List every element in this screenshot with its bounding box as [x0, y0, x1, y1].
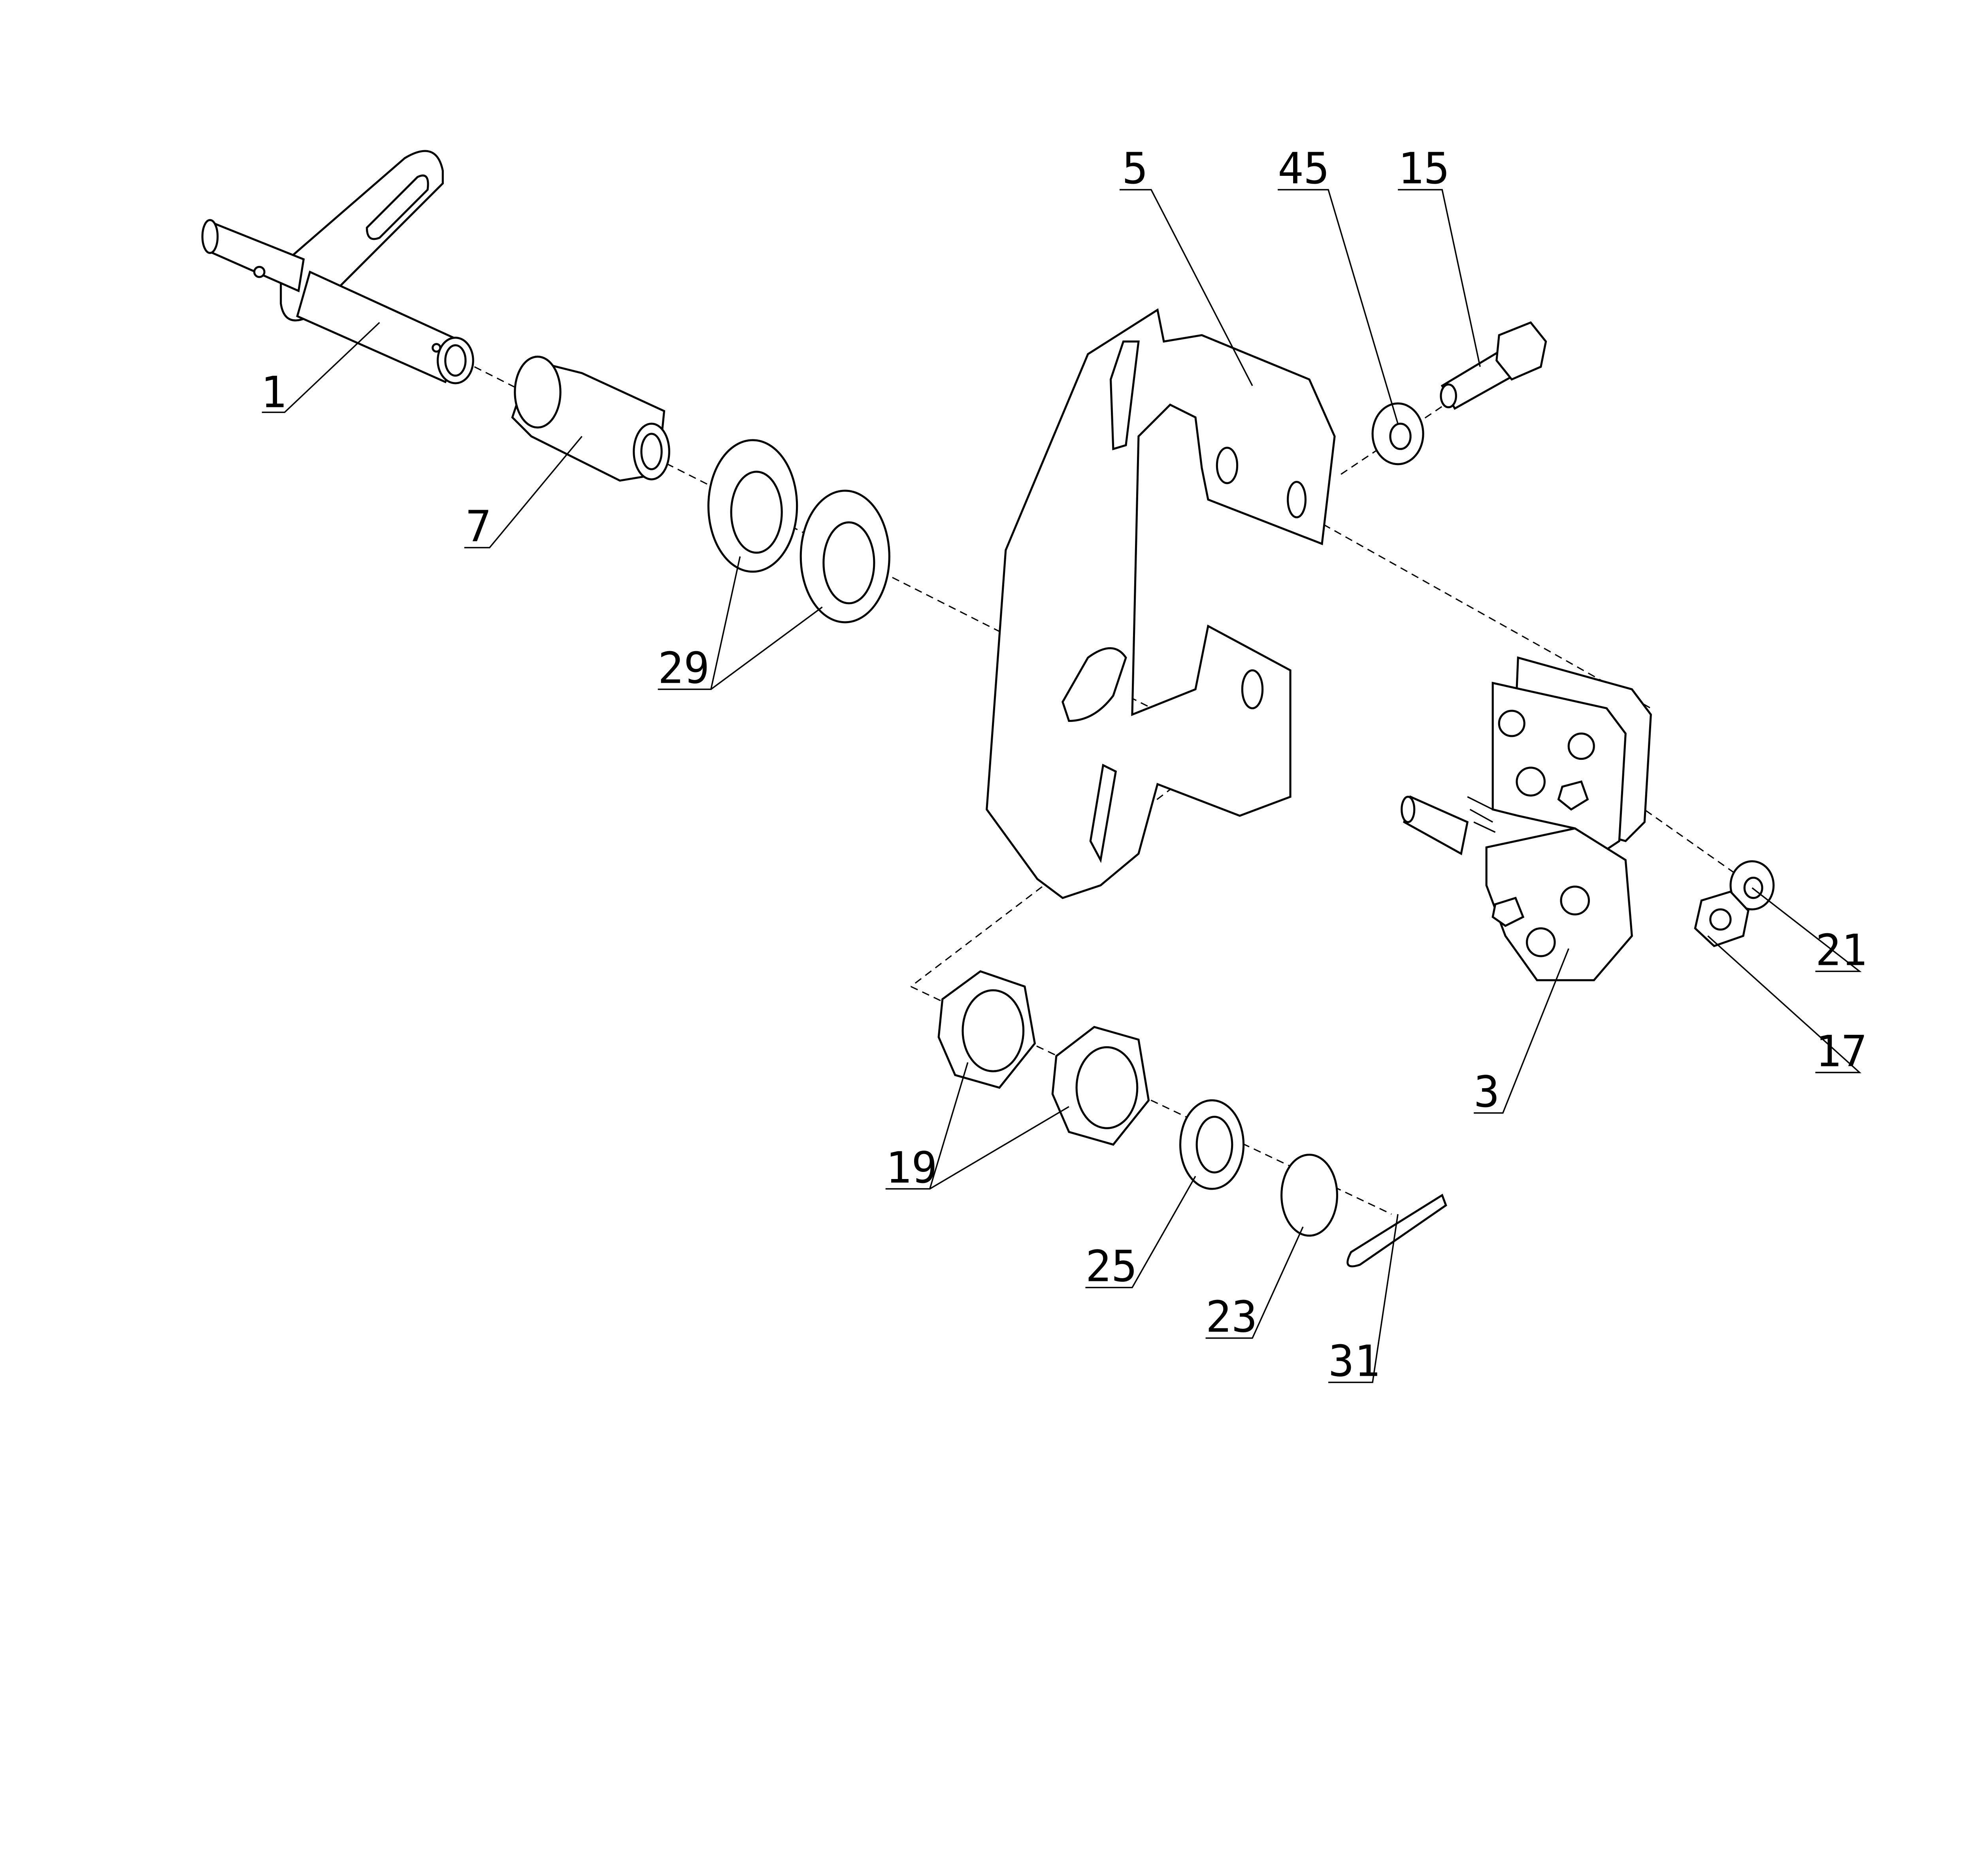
callout-15: 15 — [1398, 143, 1450, 194]
callout-17: 17 — [1815, 1026, 1867, 1076]
callout-23: 23 — [1206, 1292, 1258, 1342]
exploded-parts-diagram: 1 7 29 5 45 15 3 21 17 19 25 23 31 — [201, 143, 1867, 1386]
callout-25: 25 — [1085, 1241, 1137, 1292]
callout-leader-lines — [262, 189, 1862, 1383]
callout-45: 45 — [1278, 143, 1329, 194]
part-45-washer — [1371, 402, 1424, 465]
callout-7: 7 — [466, 501, 492, 552]
part-5-mounting-plate — [986, 308, 1336, 899]
callout-19: 19 — [886, 1143, 937, 1193]
part-17-nut — [1694, 890, 1750, 947]
callout-21: 21 — [1815, 925, 1867, 975]
part-23-washer — [1280, 1153, 1339, 1237]
part-3-latch-assembly — [1401, 656, 1652, 981]
callout-1: 1 — [260, 367, 287, 418]
callout-31: 31 — [1328, 1336, 1380, 1386]
part-15-bolt — [1440, 321, 1547, 410]
part-7-bushing — [511, 356, 670, 482]
part-19-hex-nuts — [937, 970, 1150, 1146]
callout-labels: 1 7 29 5 45 15 3 21 17 19 25 23 31 — [260, 143, 1867, 1386]
part-29-washers — [707, 439, 890, 623]
part-31-cotter-pin — [1346, 1194, 1447, 1268]
callout-5: 5 — [1122, 143, 1148, 194]
callout-29: 29 — [658, 643, 710, 693]
callout-3: 3 — [1474, 1067, 1500, 1117]
part-1-lever-shaft — [201, 150, 474, 384]
part-25-washer — [1179, 1099, 1245, 1190]
